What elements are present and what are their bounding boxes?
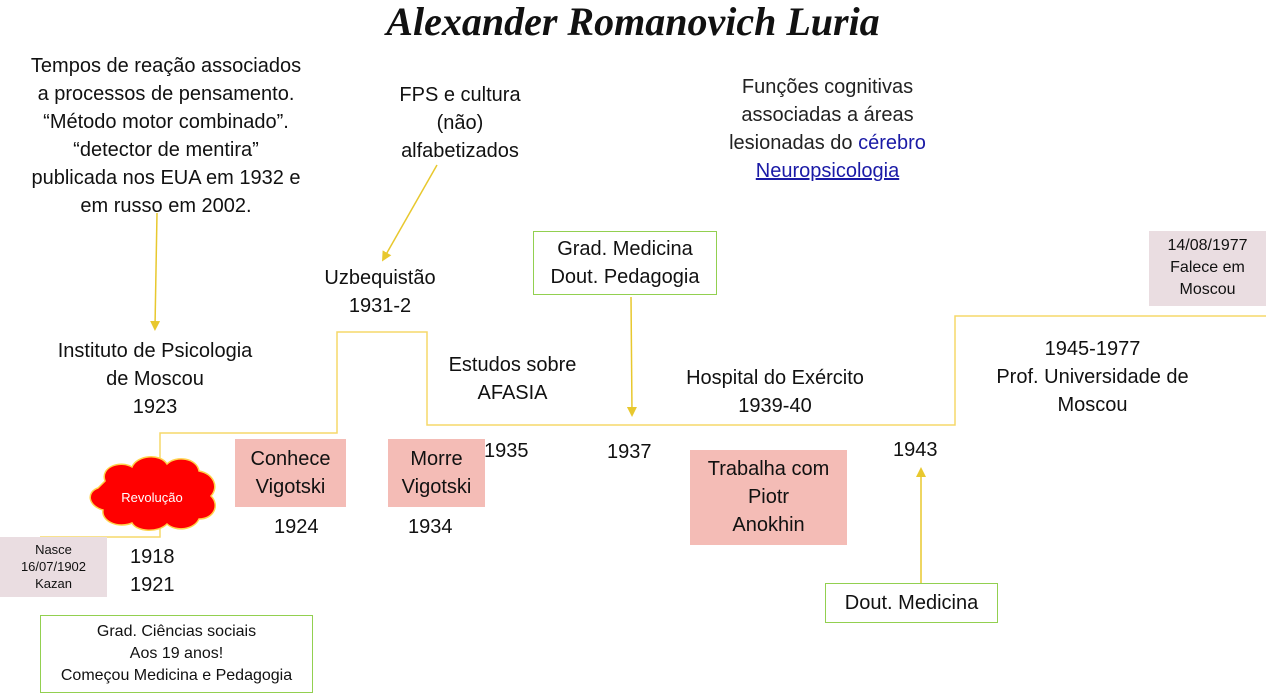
box-line: Trabalha com bbox=[707, 458, 830, 480]
year-1924: 1924 bbox=[274, 516, 319, 538]
box-line: Piotr bbox=[747, 486, 790, 508]
arrow-reaction-to-instituto bbox=[150, 212, 161, 331]
event-year: 1939-40 bbox=[738, 395, 812, 417]
box-line: Vigotski bbox=[255, 476, 326, 498]
cognitive-note-prefix: lesionadas do bbox=[729, 132, 859, 154]
event-year: 1945-1977 bbox=[1044, 338, 1141, 360]
box-line: Morre bbox=[410, 448, 463, 470]
fps-note-line: alfabetizados bbox=[401, 140, 519, 162]
event-prof-universidade: 1945-1977 Prof. Universidade de Moscou bbox=[965, 335, 1220, 419]
revolution-label: Revolução bbox=[121, 490, 183, 505]
event-label: Prof. Universidade de bbox=[996, 366, 1189, 388]
year-1937: 1937 bbox=[607, 441, 652, 463]
cerebro-link[interactable]: cérebro bbox=[858, 132, 926, 154]
box-line: 14/08/1977 bbox=[1167, 237, 1248, 254]
box-trabalha-anokhin: Trabalha com Piotr Anokhin bbox=[690, 450, 847, 545]
arrow-grad-medicina-to-1937 bbox=[626, 296, 637, 417]
box-line: Vigotski bbox=[401, 476, 472, 498]
year-1935: 1935 bbox=[484, 440, 529, 462]
reaction-note-line: Tempos de reação associados bbox=[30, 55, 302, 77]
reaction-note-line: publicada nos EUA em 1932 e bbox=[31, 167, 301, 189]
neuropsicologia-link[interactable]: Neuropsicologia bbox=[755, 160, 900, 182]
event-label: Instituto de Psicologia bbox=[57, 340, 253, 362]
box-line: Falece em bbox=[1170, 259, 1245, 276]
event-instituto-moscou: Instituto de Psicologia de Moscou 1923 bbox=[30, 337, 280, 421]
event-year: 1923 bbox=[132, 396, 178, 418]
cognitive-note-line: associadas a áreas bbox=[741, 104, 914, 126]
box-line: Aos 19 anos! bbox=[129, 645, 224, 662]
reaction-note-line: em russo em 2002. bbox=[80, 195, 252, 217]
year-1918: 1918 bbox=[130, 546, 175, 568]
box-line: Kazan bbox=[35, 576, 72, 591]
reaction-time-note: Tempos de reação associados a processos … bbox=[0, 52, 332, 220]
event-label: Hospital do Exército bbox=[686, 367, 864, 389]
event-year: 1931-2 bbox=[348, 295, 412, 317]
box-line: Nasce bbox=[35, 542, 72, 557]
box-grad-medicina: Grad. Medicina Dout. Pedagogia bbox=[533, 231, 717, 295]
box-line: Moscou bbox=[1179, 281, 1236, 298]
reaction-note-line: “detector de mentira” bbox=[73, 139, 259, 161]
fps-note-line: FPS e cultura bbox=[399, 84, 521, 106]
box-morre-vigotski: Morre Vigotski bbox=[388, 439, 485, 507]
event-hospital-exercito: Hospital do Exército 1939-40 bbox=[660, 364, 890, 420]
box-line: Anokhin bbox=[732, 514, 805, 536]
event-label: Uzbequistão bbox=[324, 267, 436, 289]
box-grad-ciencias-sociais: Grad. Ciências sociais Aos 19 anos! Come… bbox=[40, 615, 313, 693]
event-label: AFASIA bbox=[477, 382, 548, 404]
box-line: Grad. Medicina bbox=[557, 238, 693, 260]
box-line: Dout. Pedagogia bbox=[550, 266, 700, 288]
cognitive-note-line: lesionadas do cérebro bbox=[690, 129, 965, 157]
event-uzbequistao: Uzbequistão 1931-2 bbox=[300, 264, 460, 320]
year-1943: 1943 bbox=[893, 439, 938, 461]
revolution-cloud bbox=[89, 456, 216, 531]
arrow-fps-to-uzbequistao bbox=[382, 164, 438, 262]
box-line: Grad. Ciências sociais bbox=[96, 623, 257, 640]
year-1921: 1921 bbox=[130, 574, 175, 596]
fps-culture-note: FPS e cultura (não) alfabetizados bbox=[370, 81, 550, 165]
box-line: 16/07/1902 bbox=[20, 559, 87, 574]
year-1934: 1934 bbox=[408, 516, 453, 538]
reaction-note-line: “Método motor combinado”. bbox=[43, 111, 289, 133]
cognitive-note-line: Funções cognitivas bbox=[741, 76, 914, 98]
box-falece: 14/08/1977 Falece em Moscou bbox=[1149, 231, 1266, 306]
box-line: Começou Medicina e Pedagogia bbox=[60, 667, 293, 684]
box-dout-medicina: Dout. Medicina bbox=[825, 583, 998, 623]
box-conhece-vigotski: Conhece Vigotski bbox=[235, 439, 346, 507]
cognitive-functions-note: Funções cognitivas associadas a áreas le… bbox=[690, 73, 965, 185]
event-label: Estudos sobre bbox=[448, 354, 577, 376]
event-label: Moscou bbox=[1057, 394, 1128, 416]
reaction-note-line: a processos de pensamento. bbox=[37, 83, 295, 105]
fps-note-line: (não) bbox=[436, 112, 484, 134]
page-title: Alexander Romanovich Luria bbox=[386, 0, 880, 44]
box-line: Conhece bbox=[250, 448, 331, 470]
event-afasia: Estudos sobre AFASIA bbox=[425, 351, 600, 407]
event-label: de Moscou bbox=[106, 368, 204, 390]
box-nasce: Nasce 16/07/1902 Kazan bbox=[0, 537, 107, 597]
